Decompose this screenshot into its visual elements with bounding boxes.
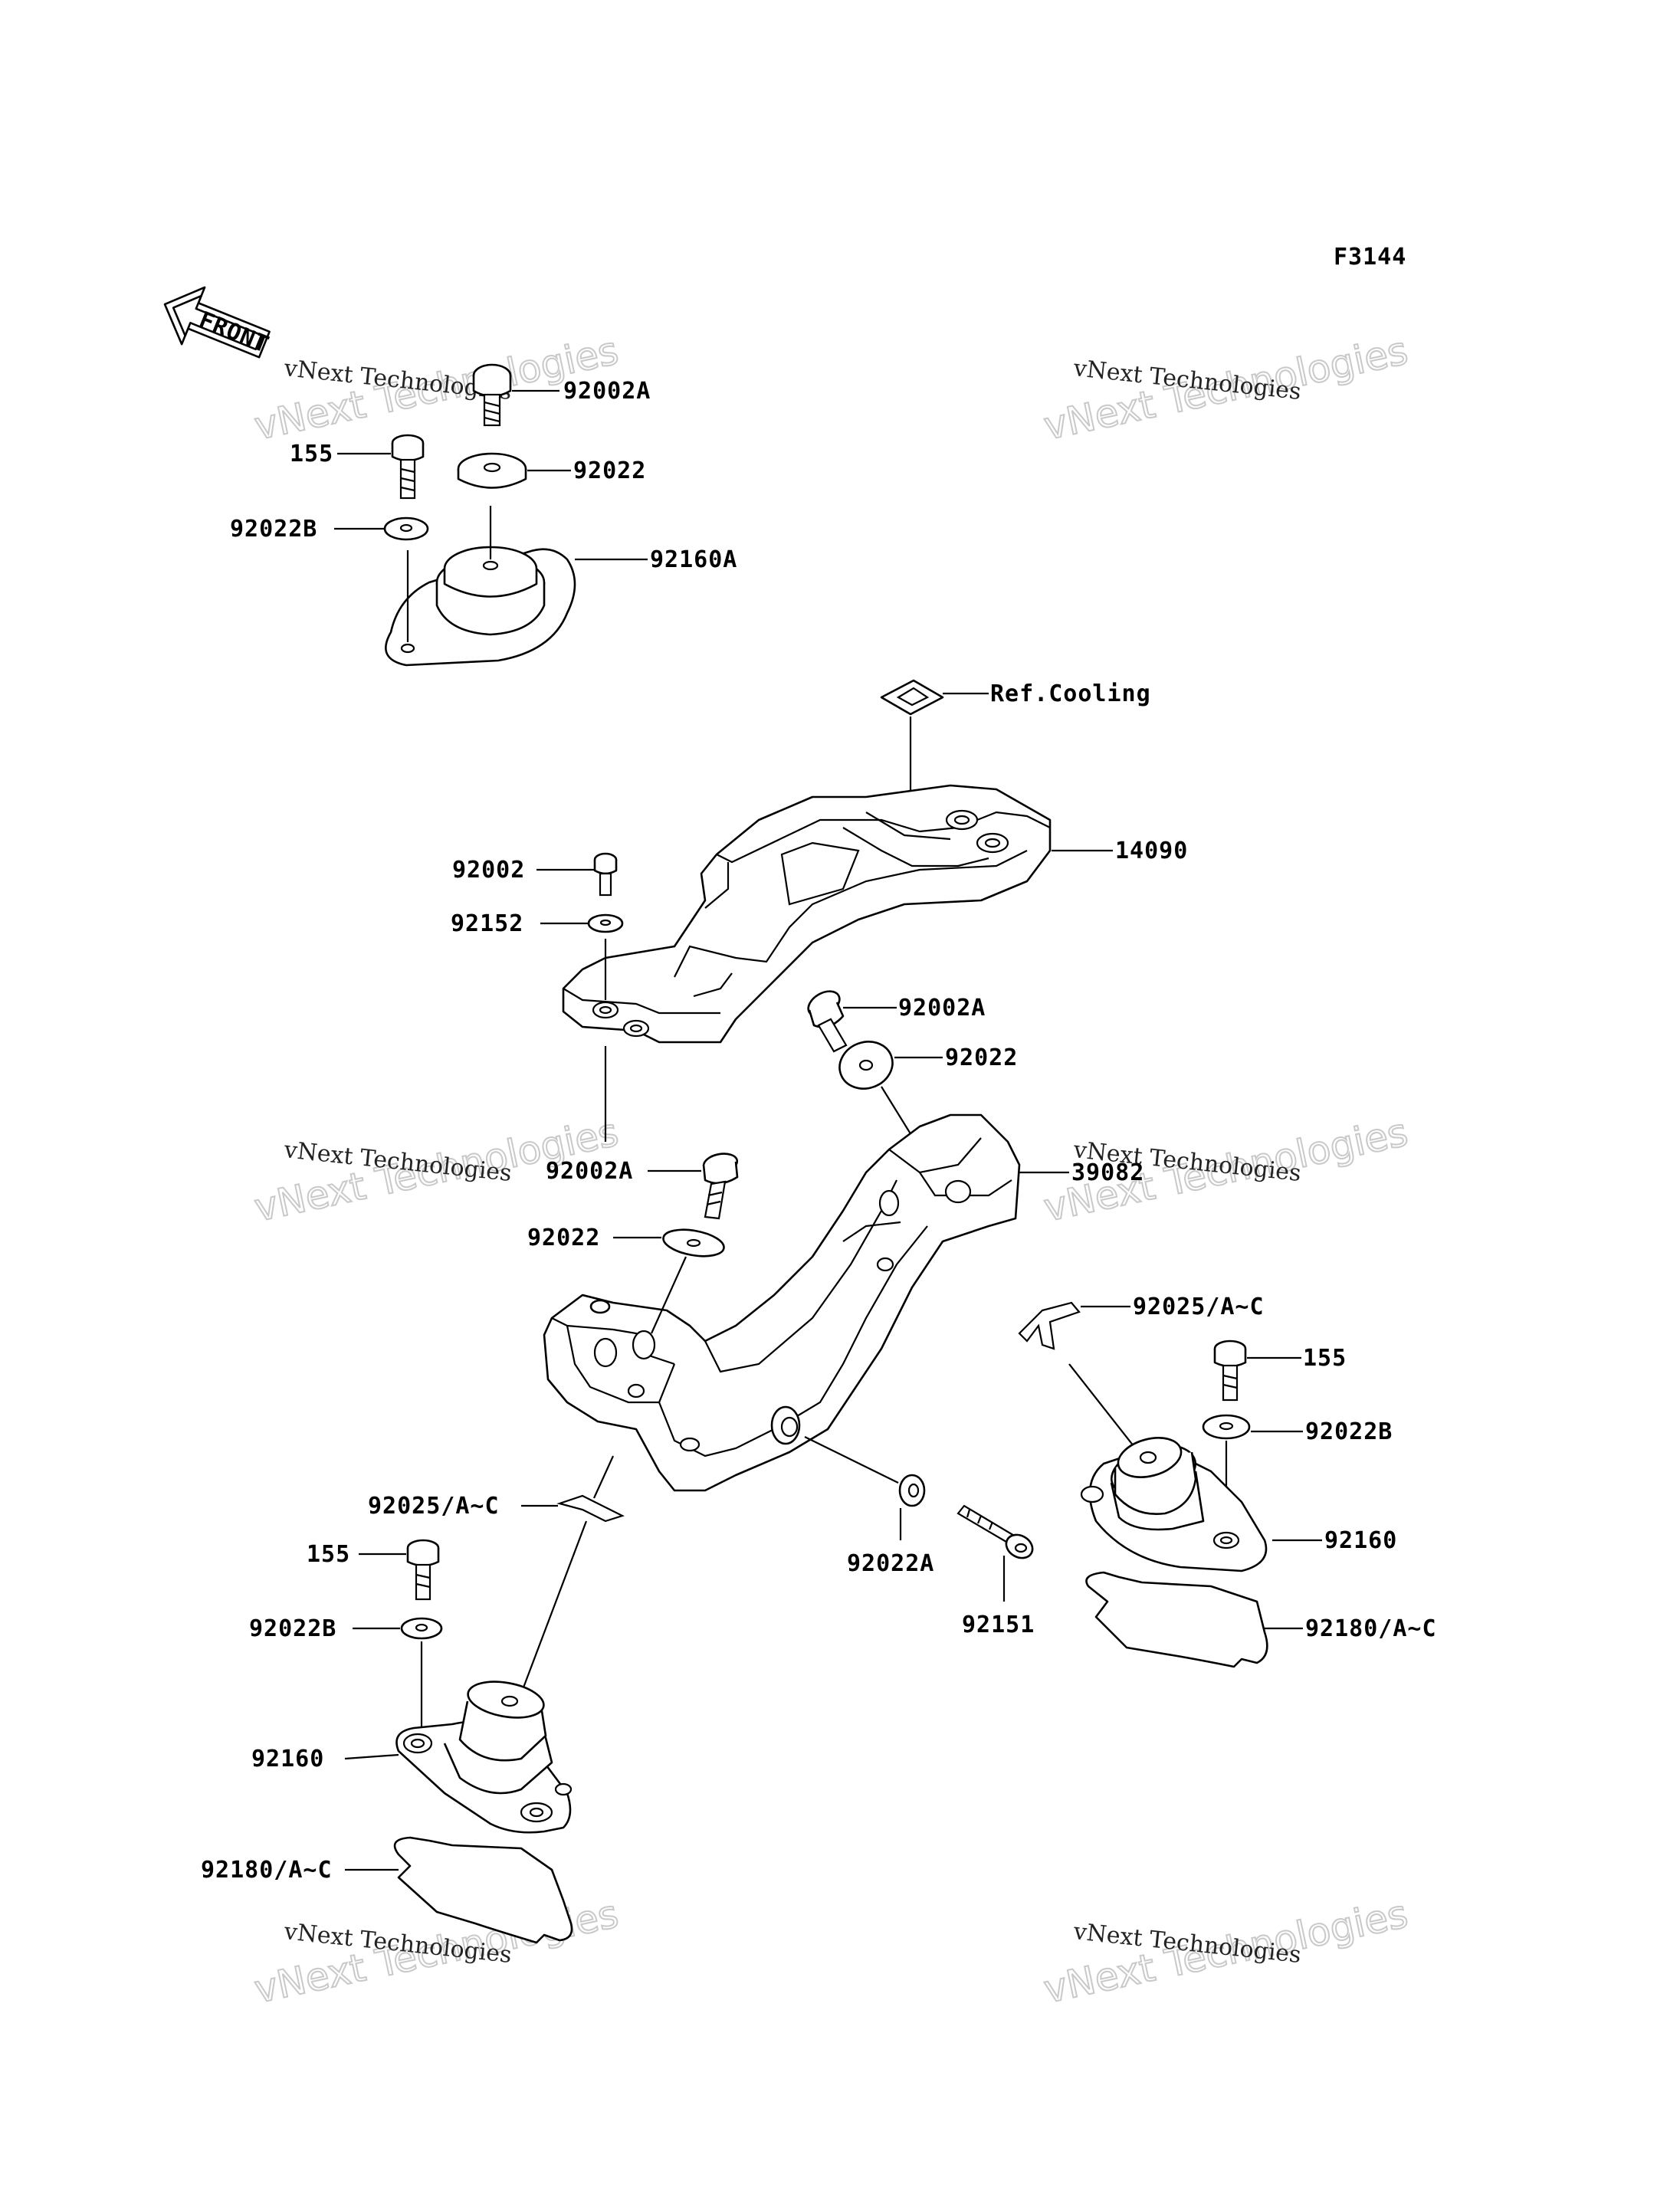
washer-92022b-top — [383, 516, 429, 541]
washer-92022-mid — [838, 1041, 894, 1090]
engine-mount-92160a — [385, 546, 576, 667]
callout-92022b: 92022B — [230, 516, 317, 543]
callout-92180-left: 92180/A~C — [201, 1857, 333, 1884]
bolt-92002 — [593, 852, 618, 897]
washer-92022b-right — [1202, 1414, 1251, 1440]
callout-ref-cooling: Ref.Cooling — [990, 680, 1151, 707]
washer-92152 — [587, 913, 624, 933]
callout-92002a: 92002A — [563, 378, 651, 405]
callout-92025-left: 92025/A~C — [368, 1493, 500, 1520]
washer-92022-top — [457, 452, 527, 489]
callout-92002: 92002 — [452, 857, 525, 884]
callout-92022b-right: 92022B — [1305, 1418, 1393, 1445]
callout-92002a-mid: 92002A — [898, 995, 986, 1021]
callout-92025-right: 92025/A~C — [1133, 1294, 1265, 1320]
callout-92022-mid: 92022 — [945, 1044, 1018, 1071]
callout-92180-right: 92180/A~C — [1305, 1615, 1437, 1642]
callout-155-left: 155 — [307, 1541, 350, 1568]
washer-92022-left — [662, 1228, 725, 1258]
diagram-code: F3144 — [1334, 244, 1406, 271]
bolt-155-right — [1213, 1340, 1247, 1402]
split-pin-92025-right — [1018, 1301, 1081, 1350]
bracket-14090 — [562, 784, 1052, 1044]
callout-92152: 92152 — [451, 910, 523, 937]
callout-14090: 14090 — [1115, 838, 1188, 864]
callout-92022b-left: 92022B — [249, 1615, 336, 1642]
gasket-92180-left — [393, 1836, 573, 1944]
split-pin-92025-left — [556, 1494, 625, 1523]
gasket-92180-right — [1085, 1571, 1268, 1668]
callout-155: 155 — [290, 441, 333, 467]
bolt-92151 — [956, 1504, 1034, 1559]
bolt-92002a-left — [702, 1153, 739, 1220]
callout-155-right: 155 — [1303, 1345, 1347, 1372]
callout-92160-right: 92160 — [1324, 1527, 1397, 1554]
washer-92022b-left — [400, 1617, 443, 1640]
callout-92151: 92151 — [962, 1612, 1035, 1638]
engine-mount-92160-left — [395, 1681, 573, 1834]
bracket-39082 — [543, 1113, 1021, 1492]
callout-92160-left: 92160 — [251, 1746, 324, 1772]
bolt-155-top — [391, 434, 425, 500]
washer-92022a — [898, 1474, 926, 1507]
callout-39082: 39082 — [1071, 1159, 1144, 1186]
front-label: FRONT — [195, 307, 273, 359]
front-arrow-icon: FRONT — [163, 286, 273, 359]
callout-92022-left: 92022 — [527, 1225, 600, 1251]
callout-92002a-left: 92002A — [546, 1158, 633, 1185]
callout-92022: 92022 — [573, 457, 646, 484]
callout-92160a: 92160A — [650, 546, 737, 573]
bolt-92002a-top — [472, 363, 512, 427]
bolt-155-left — [406, 1539, 440, 1601]
bolt-92002a-mid — [807, 990, 848, 1053]
ref-cooling-icon — [880, 679, 944, 716]
engine-mount-92160-right — [1080, 1437, 1268, 1572]
callout-92022a: 92022A — [847, 1550, 934, 1577]
